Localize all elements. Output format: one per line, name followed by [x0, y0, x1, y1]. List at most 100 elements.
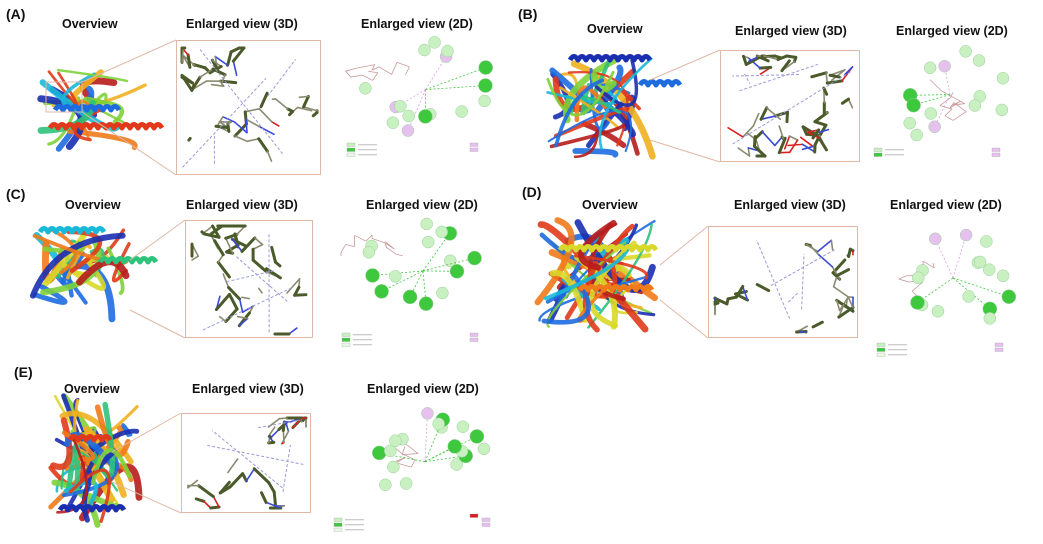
ligand-stick	[271, 120, 280, 127]
ligand-bond	[365, 234, 373, 242]
ligand-stick	[810, 71, 828, 79]
legend-swatch	[333, 517, 343, 522]
ligand-stick	[211, 224, 221, 239]
legend-swatch	[994, 347, 1004, 352]
protein-ribbon	[543, 246, 630, 301]
alpha-helix	[637, 79, 683, 88]
ligand-bond	[408, 445, 419, 454]
ligand-bond	[395, 253, 404, 257]
residue-node	[972, 54, 986, 67]
residue-node	[401, 124, 415, 137]
interaction-dash	[202, 287, 293, 331]
residue-node	[467, 250, 482, 266]
residue-node	[389, 270, 402, 283]
residue-node	[478, 94, 491, 108]
legend-swatch-unfavorable	[469, 513, 479, 518]
ligand-bond	[385, 241, 395, 250]
ligand-stick	[241, 296, 250, 300]
legend-swatch	[469, 332, 479, 337]
alpha-helix	[37, 226, 107, 235]
protein-ribbon	[573, 254, 649, 280]
legend-swatch	[333, 522, 343, 527]
ligand-stick	[828, 73, 841, 79]
ligand-stick	[236, 315, 249, 320]
ligand-stick	[813, 120, 828, 127]
enlarged-3d-frame	[185, 220, 313, 338]
legend-swatch	[346, 147, 356, 152]
ligand-bond	[952, 111, 967, 121]
alpha-helix	[567, 54, 653, 63]
ligand-stick	[246, 137, 260, 143]
ligand-bond	[391, 62, 398, 75]
ligand-stick	[194, 497, 206, 503]
enlarged-3d-frame	[720, 50, 860, 162]
enlarged-2d-title: Enlarged view (2D)	[361, 17, 473, 31]
ligand-stick	[191, 255, 200, 261]
residue-node	[399, 477, 413, 490]
ligand-stick	[217, 253, 224, 264]
ligand-stick	[200, 230, 207, 236]
ligand-stick	[830, 69, 846, 82]
protein-ribbon	[106, 246, 125, 296]
ligand-stick	[302, 106, 318, 112]
ligand-stick	[281, 430, 290, 445]
ligand-stick	[752, 144, 767, 158]
residue-node	[959, 228, 973, 242]
residue-node	[923, 61, 937, 75]
residue-node	[469, 429, 485, 444]
ligand-stick	[228, 472, 245, 489]
pi-line	[952, 234, 967, 279]
overview-title: Overview	[62, 17, 118, 31]
residue-node	[379, 478, 392, 492]
residue-node	[912, 271, 925, 285]
enlarged-3d-title: Enlarged view (3D)	[735, 24, 847, 38]
residue-node	[973, 255, 987, 269]
ligand-stick	[788, 139, 799, 154]
enlarged-2d-title: Enlarged view (2D)	[366, 198, 478, 212]
ligand-stick	[240, 236, 257, 253]
residue-node	[374, 284, 389, 299]
overview-title: Overview	[582, 198, 638, 212]
ligand-stick	[302, 94, 310, 109]
interaction-dash	[739, 63, 819, 92]
enlarged-3d-title: Enlarged view (3D)	[186, 17, 298, 31]
interaction-dash	[205, 444, 304, 465]
zoom-connector	[129, 309, 186, 339]
ligand-stick	[231, 238, 243, 253]
ligand-stick	[180, 75, 194, 85]
ligand-stick	[267, 426, 276, 438]
ligand-stick	[832, 285, 849, 298]
residue-node	[420, 217, 433, 231]
ligand-bond	[953, 97, 965, 104]
residue-node	[903, 116, 916, 130]
hbond-line	[424, 446, 455, 463]
protein-ribbon	[29, 232, 126, 299]
ligand-stick	[258, 125, 275, 136]
ligand-stick	[801, 143, 816, 153]
interaction-dash	[199, 49, 284, 155]
ligand-stick	[222, 273, 230, 289]
ligand-stick	[214, 124, 230, 130]
legend-swatch	[469, 337, 479, 342]
ligand-stick	[227, 458, 239, 474]
ligand-stick	[253, 237, 264, 246]
ligand-stick	[847, 295, 854, 309]
ligand-bond	[929, 79, 942, 92]
hbond-line	[422, 257, 475, 272]
ligand-stick	[233, 121, 248, 134]
ligand-stick	[832, 274, 838, 288]
ligand-stick	[760, 115, 776, 121]
ligand-stick	[252, 467, 271, 485]
interaction-dash	[732, 71, 852, 145]
ligand-stick	[741, 285, 749, 301]
ligand-stick	[286, 107, 295, 113]
protein-ribbon	[554, 78, 605, 148]
protein-ribbon	[47, 70, 79, 106]
zoom-connector	[659, 225, 709, 266]
protein-ribbon	[588, 240, 637, 329]
ligand-stick	[214, 55, 229, 67]
ligand-stick	[713, 296, 729, 306]
ligand-stick	[765, 107, 782, 121]
interaction-dash	[282, 444, 291, 492]
ligand-stick	[822, 86, 829, 96]
